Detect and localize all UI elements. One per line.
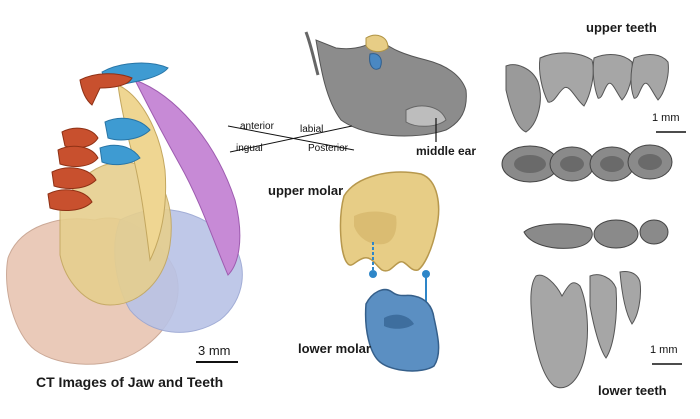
- upper-scale-bar: [656, 131, 686, 133]
- lower-teeth-occlusal: [523, 219, 669, 249]
- upper-molar-image: [339, 171, 440, 272]
- lower-teeth-lateral: [530, 271, 641, 389]
- orientation-lingual: ingual: [236, 143, 263, 154]
- purple-incisor: [133, 79, 241, 276]
- orientation-labial: labial: [300, 124, 324, 135]
- lower-molar-label: lower molar: [298, 341, 371, 356]
- upper-teeth-lateral: [505, 52, 669, 133]
- orientation-posterior: Posterior: [308, 143, 349, 154]
- upper-scale-label: 1 mm: [652, 112, 680, 124]
- lower-scale-bar: [652, 363, 682, 365]
- jaw-ct-image: [6, 62, 243, 365]
- upper-teeth-label: upper teeth: [586, 20, 657, 35]
- lower-molar-image: [364, 288, 440, 372]
- red-lower-teeth: [47, 127, 99, 211]
- orientation-anterior: anterior: [240, 121, 274, 132]
- lower-teeth-label: lower teeth: [598, 383, 667, 398]
- middle-ear-label: middle ear: [416, 144, 477, 158]
- upper-molar-label: upper molar: [268, 183, 344, 198]
- lower-scale-label: 1 mm: [650, 344, 678, 356]
- blue-enamel-low: [99, 144, 141, 166]
- skull-molar-yellow: [365, 34, 389, 53]
- skull-molar-blue: [369, 53, 382, 70]
- blue-enamel-mid: [104, 117, 151, 141]
- red-upper-incisor: [79, 73, 133, 106]
- figure-caption: CT Images of Jaw and Teeth: [36, 374, 224, 390]
- orientation-cross: [227, 125, 355, 153]
- skull-ct-image: [304, 31, 467, 142]
- upper-teeth-occlusal: [501, 144, 673, 183]
- left-scale-label: 3 mm: [198, 343, 231, 358]
